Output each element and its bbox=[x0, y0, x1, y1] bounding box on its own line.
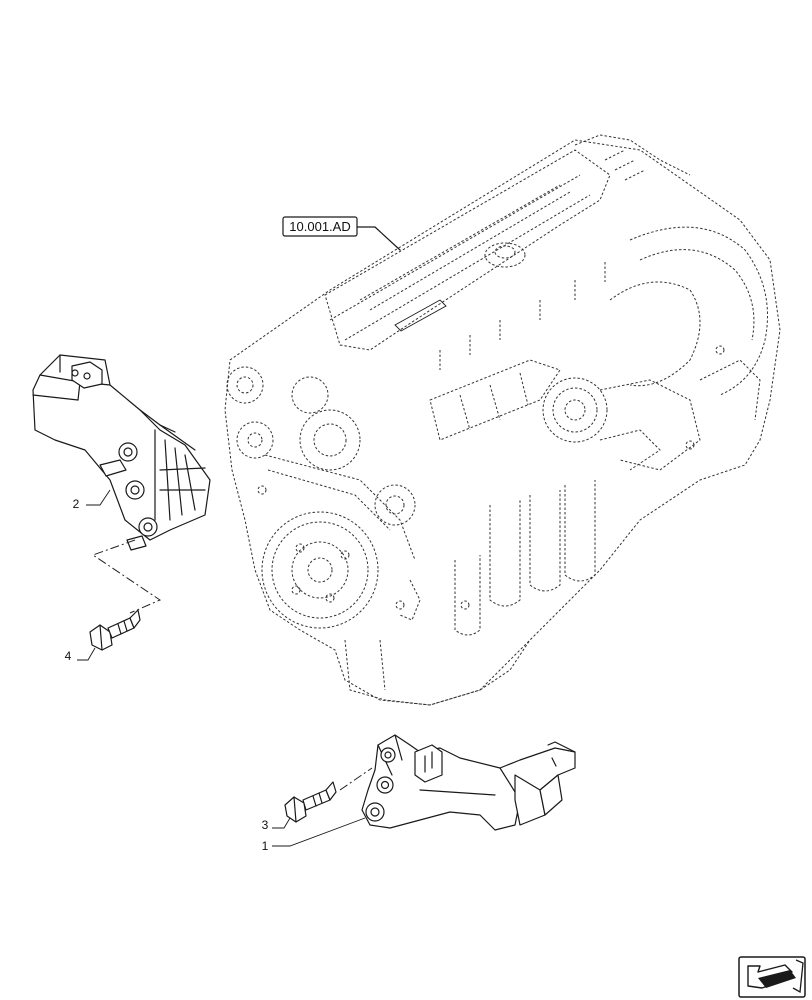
assembly-axis-line-rear bbox=[339, 767, 373, 791]
callout-4: 4 bbox=[65, 647, 96, 663]
reference-label-text: 10.001.AD bbox=[289, 219, 350, 234]
reference-label[interactable]: 10.001.AD bbox=[282, 216, 401, 251]
callout-3: 3 bbox=[262, 817, 291, 832]
callout-1: 1 bbox=[262, 817, 366, 853]
callout-4-label: 4 bbox=[65, 649, 72, 663]
callout-3-label: 3 bbox=[262, 818, 269, 832]
engine-assembly bbox=[224, 134, 781, 706]
part-3-bolt bbox=[284, 781, 337, 823]
part-4-bolt bbox=[89, 609, 141, 651]
callout-1-label: 1 bbox=[262, 839, 269, 853]
assembly-axis-line bbox=[91, 539, 162, 614]
next-page-arrow-icon[interactable] bbox=[738, 956, 806, 998]
callout-2-label: 2 bbox=[73, 497, 80, 511]
part-1-bracket bbox=[361, 734, 576, 831]
callout-2: 2 bbox=[73, 489, 111, 511]
part-2-bracket bbox=[32, 354, 211, 551]
